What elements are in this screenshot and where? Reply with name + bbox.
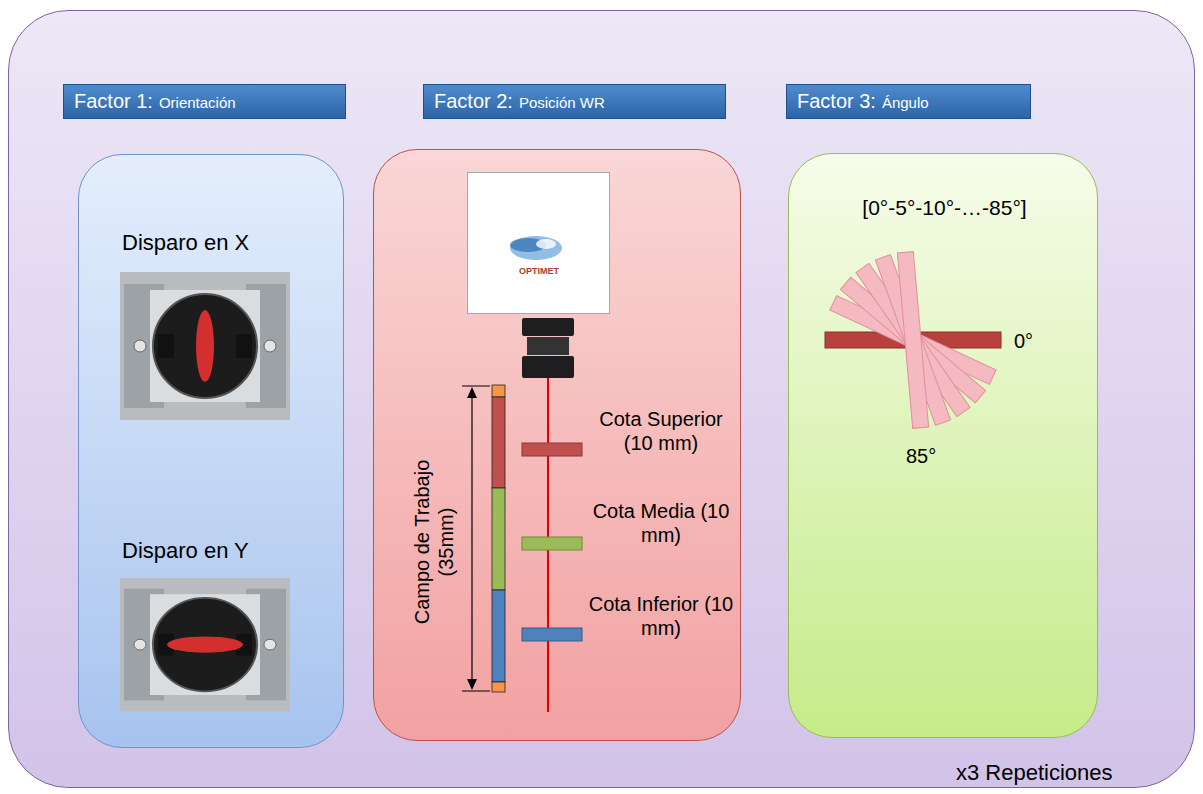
lens-part <box>527 337 569 355</box>
node-text: OPTIMET <box>489 266 589 277</box>
fixture-x <box>120 272 290 420</box>
node-text: x3 Repeticiones <box>956 760 1186 786</box>
lens-part <box>522 318 574 336</box>
angle-bar-zero <box>825 332 1001 348</box>
factor-panel: Campo de Trabajo (35mm) Cota Superior (10… <box>373 149 741 741</box>
factor-header: Factor 3: Ángulo <box>786 84 1031 119</box>
cota-marker <box>522 443 582 456</box>
header-label: Factor 2: <box>434 89 513 113</box>
angle-bar <box>830 296 996 385</box>
laser-spot <box>196 310 214 382</box>
dimension-arrowhead <box>467 679 477 690</box>
logo-swoosh <box>510 236 562 260</box>
dimension-line <box>471 394 472 683</box>
angle-bar <box>856 263 970 416</box>
node-text: Disparo en X <box>122 230 322 256</box>
scale-segment <box>492 488 505 590</box>
node-text: 85° <box>906 444 961 468</box>
logo-swoosh <box>536 239 556 249</box>
dimension-tick <box>462 386 490 387</box>
node-text: [0°-5°-10°-…-85°] <box>802 195 1087 220</box>
node-text: Disparo en Y <box>122 538 322 564</box>
header-label: Posición WR <box>519 94 605 112</box>
header-label: Orientación <box>159 94 236 112</box>
fixture-y <box>120 578 290 711</box>
angle-bar <box>897 252 928 429</box>
scale-segment <box>492 397 505 488</box>
angle-bar <box>840 277 985 402</box>
dimension-tick <box>462 691 490 692</box>
factor-panel: [0°-5°-10°-…-85°] 0° 85° <box>788 153 1098 738</box>
node-text: Cota Media (10 mm) <box>587 499 735 547</box>
factor-panel: Disparo en X Disparo en Y <box>78 154 344 748</box>
outer-panel: x3 Repeticiones Factor 1: OrientaciónDispa… <box>8 10 1195 788</box>
angle-bar <box>875 255 950 426</box>
laser-beam <box>547 378 549 712</box>
angle-bars <box>825 252 1001 429</box>
dimension-arrowhead <box>467 387 477 398</box>
laser-spot <box>167 637 243 653</box>
header-label: Ángulo <box>882 94 929 112</box>
header-label: Factor 3: <box>797 89 876 113</box>
lens-part <box>522 356 574 378</box>
node-text: Campo de Trabajo (35mm) <box>410 452 458 632</box>
scale-segment <box>492 590 505 682</box>
node-text: Cota Inferior (10 mm) <box>587 592 735 640</box>
factor-header: Factor 1: Orientación <box>63 84 346 119</box>
scale-cap <box>492 385 505 397</box>
fixture-picture <box>120 578 290 711</box>
cota-marker <box>522 628 582 641</box>
scale-cap <box>492 682 505 692</box>
camera-box: OPTIMET <box>467 172 610 314</box>
fixture-picture <box>120 272 290 420</box>
node-text: Cota Superior (10 mm) <box>587 407 735 455</box>
node-text: 0° <box>1014 329 1059 353</box>
header-label: Factor 1: <box>74 89 153 113</box>
factor-header: Factor 2: Posición WR <box>423 84 726 119</box>
cota-marker <box>522 537 582 550</box>
logo-swoosh <box>510 238 546 252</box>
